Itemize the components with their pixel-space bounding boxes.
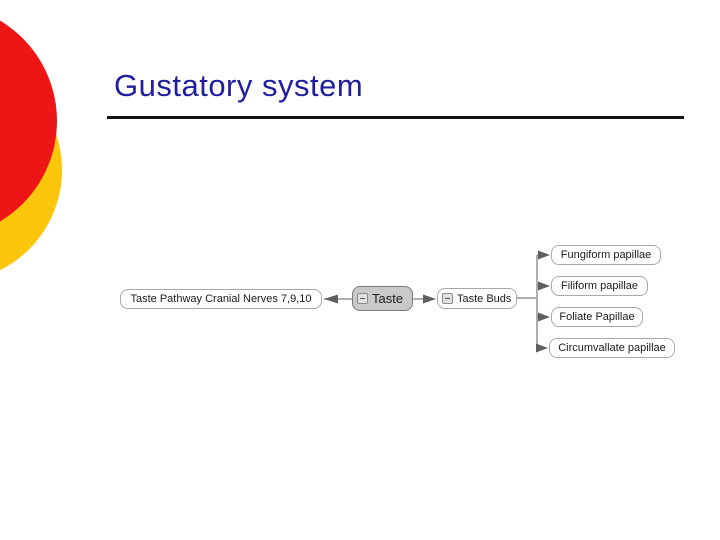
- right-arrowhead-icon: [538, 312, 550, 322]
- node-circumvallate-papillae[interactable]: Circumvallate papillae: [549, 338, 675, 358]
- slide-title: Gustatory system: [114, 68, 364, 103]
- node-foliate-papillae[interactable]: Foliate Papillae: [551, 307, 643, 327]
- right-arrowhead-icon: [538, 281, 550, 291]
- node-taste-buds[interactable]: Taste Buds: [437, 288, 517, 309]
- right-arrowhead-icon: [423, 294, 436, 304]
- node-label: Fungiform papillae: [560, 249, 652, 261]
- node-taste[interactable]: Taste: [352, 286, 413, 311]
- node-label: Foliate Papillae: [559, 311, 635, 323]
- node-filiform-papillae[interactable]: Filiform papillae: [551, 276, 648, 296]
- node-label: Filiform papillae: [560, 280, 639, 292]
- node-label: Circumvallate papillae: [558, 342, 666, 354]
- minus-box-icon[interactable]: [357, 293, 368, 304]
- node-label: Taste Pathway Cranial Nerves 7,9,10: [130, 293, 312, 305]
- node-taste-pathway[interactable]: Taste Pathway Cranial Nerves 7,9,10: [120, 289, 322, 309]
- node-fungiform-papillae[interactable]: Fungiform papillae: [551, 245, 661, 265]
- left-arrowhead-icon: [324, 294, 338, 304]
- minus-box-icon[interactable]: [442, 293, 453, 304]
- node-label: Taste Buds: [457, 292, 512, 305]
- node-label: Taste: [372, 291, 404, 306]
- right-arrowhead-icon: [536, 343, 548, 353]
- right-arrowhead-icon: [538, 250, 550, 260]
- title-underline: [107, 116, 684, 119]
